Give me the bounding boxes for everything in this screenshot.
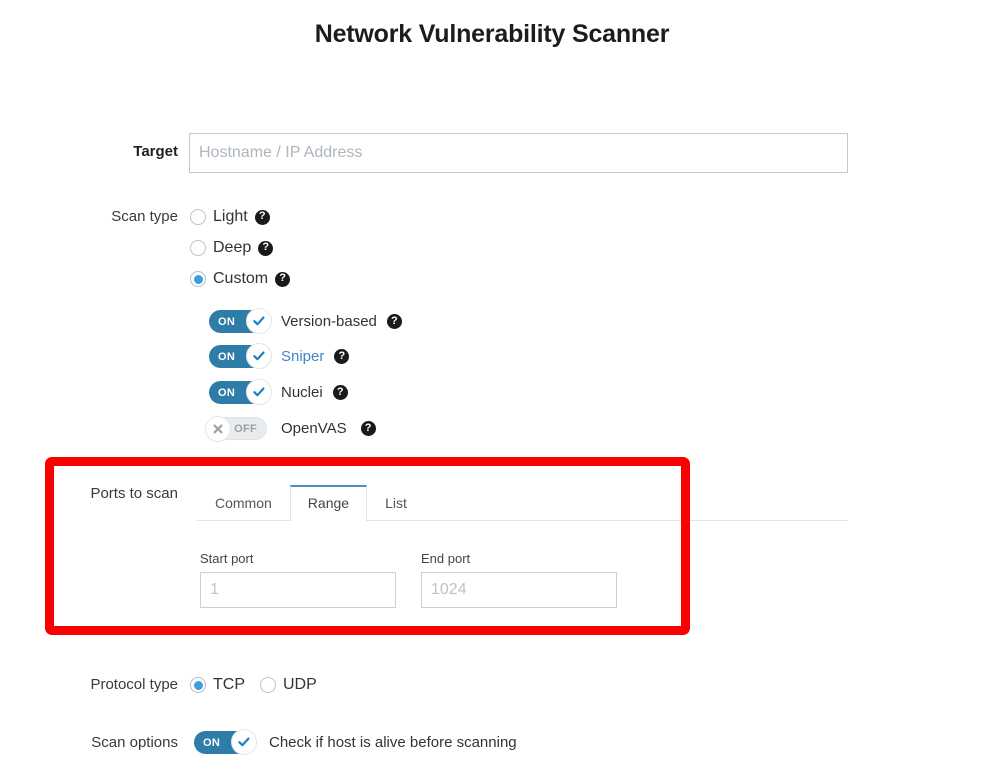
toggle-state-label-openvas: OFF bbox=[234, 422, 257, 435]
radio-light[interactable] bbox=[190, 209, 206, 225]
check-icon bbox=[253, 387, 265, 397]
radio-label-udp: UDP bbox=[283, 676, 317, 693]
help-icon-nuclei[interactable]: ? bbox=[332, 385, 348, 400]
radio-option-tcp[interactable]: TCP bbox=[190, 676, 245, 694]
radio-label-deep: Deep bbox=[213, 239, 252, 256]
radio-option-deep[interactable]: Deep ? bbox=[190, 239, 274, 257]
toggle-state-label-host-alive: ON bbox=[203, 736, 221, 749]
radio-option-light[interactable]: Light ? bbox=[190, 208, 270, 226]
scan-options-label: Scan options bbox=[91, 734, 178, 751]
toggle-knob-host-alive bbox=[231, 729, 257, 755]
module-row-nuclei: ON Nuclei ? bbox=[209, 379, 348, 405]
help-icon-deep[interactable]: ? bbox=[258, 240, 274, 256]
start-port-group: Start port bbox=[200, 551, 396, 608]
tab-range[interactable]: Range bbox=[289, 485, 368, 521]
end-port-input[interactable] bbox=[421, 572, 617, 608]
radio-custom[interactable] bbox=[190, 271, 206, 287]
radio-deep[interactable] bbox=[190, 240, 206, 256]
scan-options-description: Check if host is alive before scanning bbox=[269, 734, 517, 751]
radio-label-light: Light bbox=[213, 208, 248, 225]
toggle-version-based[interactable]: ON bbox=[209, 308, 272, 334]
module-row-openvas: OFF OpenVAS ? bbox=[205, 416, 376, 442]
radio-label-custom: Custom bbox=[213, 270, 269, 287]
module-label-nuclei: Nuclei bbox=[281, 384, 323, 401]
end-port-group: End port bbox=[421, 551, 617, 608]
scan-type-label: Scan type bbox=[111, 208, 178, 225]
toggle-openvas[interactable]: OFF bbox=[205, 416, 267, 442]
tab-list[interactable]: List bbox=[385, 495, 407, 511]
module-row-version-based: ON Version-based ? bbox=[209, 308, 402, 334]
toggle-knob-openvas bbox=[205, 416, 231, 442]
close-icon bbox=[213, 424, 223, 434]
toggle-state-label-nuclei: ON bbox=[218, 386, 236, 399]
start-port-label: Start port bbox=[200, 551, 254, 566]
radio-label-tcp: TCP bbox=[213, 676, 245, 693]
module-label-openvas: OpenVAS bbox=[281, 420, 347, 437]
module-label-version-based: Version-based bbox=[281, 313, 377, 330]
help-icon-sniper[interactable]: ? bbox=[334, 349, 350, 364]
check-icon bbox=[253, 351, 265, 361]
ports-to-scan-label: Ports to scan bbox=[90, 485, 178, 502]
radio-udp[interactable] bbox=[260, 677, 276, 693]
page-title: Network Vulnerability Scanner bbox=[314, 20, 670, 48]
check-icon bbox=[253, 316, 265, 326]
help-icon-light[interactable]: ? bbox=[254, 209, 270, 225]
tab-common[interactable]: Common bbox=[215, 495, 272, 511]
end-port-label: End port bbox=[421, 551, 471, 566]
check-icon bbox=[238, 737, 250, 747]
module-row-sniper: ON Sniper ? bbox=[209, 343, 350, 369]
radio-option-custom[interactable]: Custom ? bbox=[190, 270, 291, 288]
toggle-sniper[interactable]: ON bbox=[209, 343, 272, 369]
toggle-host-alive-check[interactable]: ON bbox=[194, 729, 257, 755]
protocol-type-label: Protocol type bbox=[90, 676, 178, 693]
toggle-state-label-version-based: ON bbox=[218, 315, 236, 328]
toggle-nuclei[interactable]: ON bbox=[209, 379, 272, 405]
ports-tab-bar: Common Range List bbox=[197, 481, 848, 521]
help-icon-openvas[interactable]: ? bbox=[360, 421, 376, 436]
help-icon-version-based[interactable]: ? bbox=[386, 314, 402, 329]
toggle-state-label-sniper: ON bbox=[218, 350, 236, 363]
help-icon-custom[interactable]: ? bbox=[275, 271, 291, 287]
scan-options-row: ON Check if host is alive before scannin… bbox=[194, 729, 517, 755]
target-label: Target bbox=[133, 143, 178, 160]
toggle-knob-nuclei bbox=[246, 379, 272, 405]
toggle-knob-version-based bbox=[246, 308, 272, 334]
start-port-input[interactable] bbox=[200, 572, 396, 608]
target-input[interactable] bbox=[189, 133, 848, 173]
radio-tcp[interactable] bbox=[190, 677, 206, 693]
radio-option-udp[interactable]: UDP bbox=[260, 676, 317, 694]
toggle-knob-sniper bbox=[246, 343, 272, 369]
module-label-sniper[interactable]: Sniper bbox=[281, 348, 325, 365]
